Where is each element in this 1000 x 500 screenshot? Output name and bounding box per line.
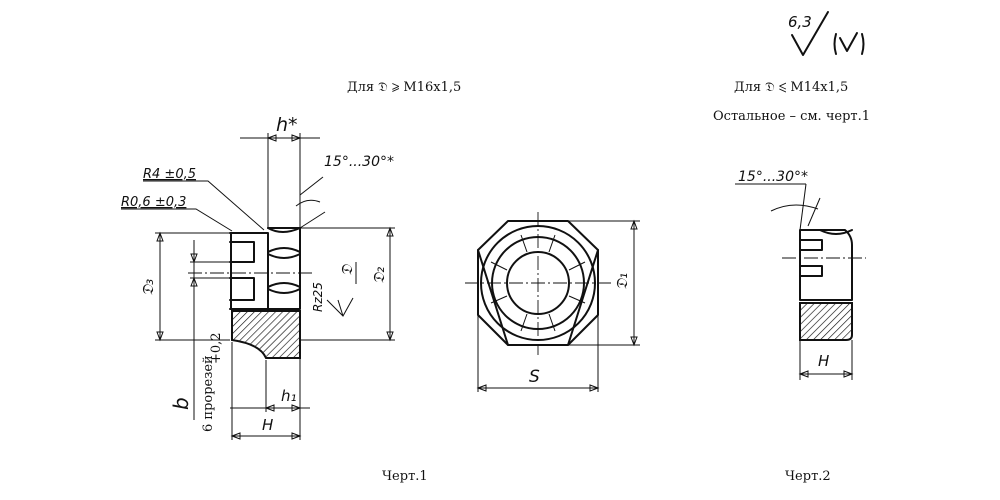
fig1-section-hatch — [231, 310, 301, 359]
fig1-r06-label: R0,6 ±0,3 — [121, 195, 186, 210]
fig1-r4-label: R4 ±0,5 — [143, 167, 196, 182]
fig1-heading: Для 𝔇 ⩾ M16x1,5 — [347, 80, 461, 95]
fig1-H-label: H — [262, 416, 273, 434]
fig2-heading: Для 𝔇 ⩽ M14x1,5 — [734, 80, 848, 95]
fig1-rz-label: Rz25 — [311, 282, 325, 312]
fig1-d3-label: 𝔇₃ — [139, 279, 157, 296]
fig1-dim-h-star: h* — [276, 114, 298, 136]
fig1-d2-label: 𝔇₂ — [370, 267, 388, 284]
fig2-H-label: H — [818, 352, 829, 370]
top-view-d1-label: 𝔇₁ — [613, 273, 631, 290]
top-view-slots — [490, 234, 586, 332]
fig1-slots-label: 6 прорезей — [201, 355, 216, 432]
fig1-h1-label: h₁ — [281, 387, 297, 405]
fig2-section-hatch — [799, 302, 853, 341]
fig1-angle: 15°...30°* — [324, 154, 394, 170]
fig2-angle: 15°...30°* — [738, 169, 808, 185]
roughness-symbol: 6,3 — [788, 11, 865, 56]
fig2-side-view: 15°...30°* H — [735, 169, 866, 380]
fig1-b-label: b — [169, 397, 193, 410]
fig2-caption: Черт.2 — [785, 469, 831, 484]
fig1-side-view: h* 15°...30°* R4 ±0,5 R0,6 ±0,3 𝔇₃ b 6 п… — [121, 114, 395, 440]
roughness-value: 6,3 — [788, 13, 812, 31]
fig1-slots-tol: +0,2 — [209, 332, 224, 364]
fig1-d-label: 𝔇 — [338, 264, 356, 276]
fig2-note: Остальное – см. черт.1 — [713, 109, 870, 124]
top-view: 𝔇₁ S — [465, 212, 640, 392]
roughness-bracket-mark — [833, 32, 865, 55]
fig1-caption: Черт.1 — [382, 469, 428, 484]
top-view-s-label: S — [529, 367, 540, 387]
